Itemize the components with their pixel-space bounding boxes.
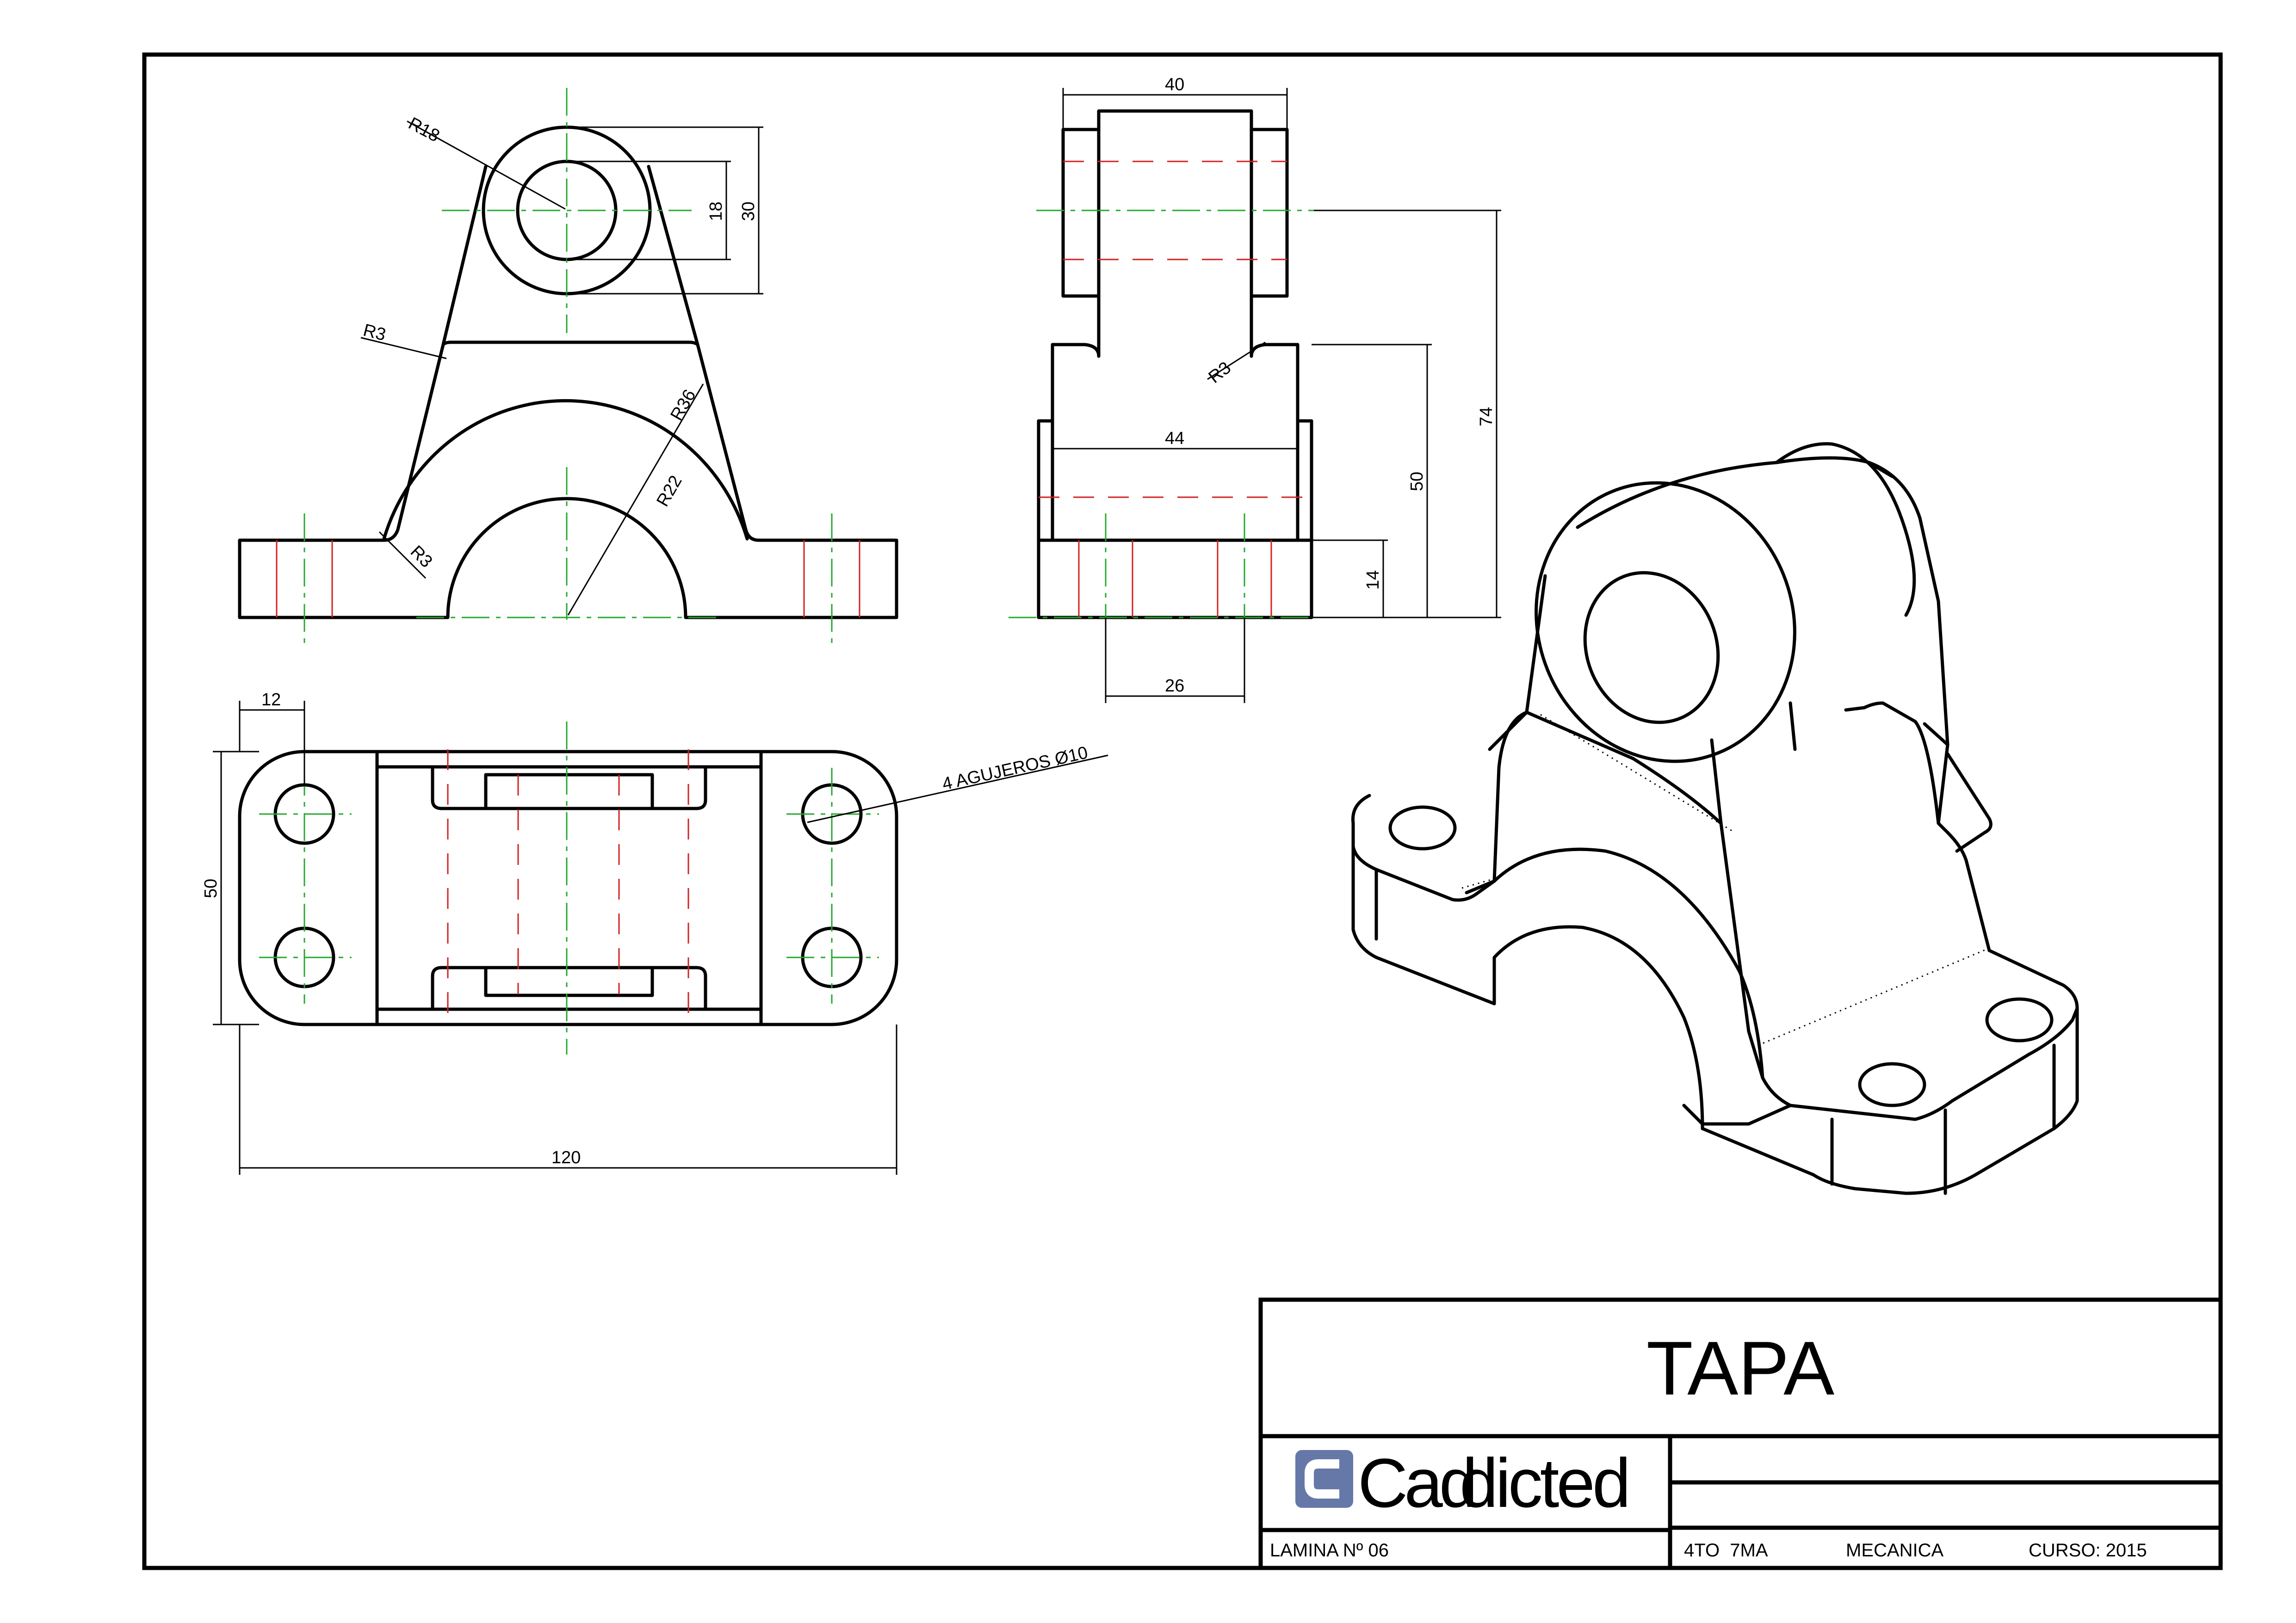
dim-30: 30 [739, 202, 758, 221]
subject: MECANICA [1846, 1540, 1943, 1561]
dim-r3-top: R3 [361, 321, 388, 345]
dim-12: 12 [261, 690, 281, 710]
drawing-title: TAPA [1646, 1326, 1834, 1411]
dim-r22: R22 [653, 472, 686, 510]
dim-40: 40 [1165, 75, 1184, 94]
holes-note: 4 AGUJEROS Ø10 [941, 743, 1089, 794]
dim-50-plan: 50 [201, 879, 221, 898]
dim-r3-side: R3 [1205, 358, 1235, 387]
isometric-view [1351, 442, 2079, 1195]
dim-50-side: 50 [1407, 472, 1427, 491]
lamina-number: LAMINA Nº 06 [1270, 1540, 1389, 1561]
front-view: R18 18 30 R3 R36 R22 R3 [238, 88, 898, 645]
dim-r3-bottom: R3 [407, 542, 436, 572]
dim-74: 74 [1477, 407, 1496, 426]
title-block: TAPA Cad dicted LAMINA Nº 06 4TO 7MA MEC… [1258, 1297, 2223, 1570]
logo-text-dicted: dicted [1460, 1444, 1628, 1522]
grade-section: 4TO 7MA [1684, 1540, 1768, 1561]
dim-r36: R36 [667, 386, 699, 424]
sheet-frame [142, 52, 2223, 1570]
top-view: 12 50 120 4 AGUJEROS Ø10 [201, 690, 1108, 1175]
dim-120: 120 [551, 1148, 581, 1167]
dim-26: 26 [1165, 676, 1184, 696]
course-year: CURSO: 2015 [2029, 1540, 2147, 1561]
dim-18: 18 [706, 202, 726, 221]
dim-14: 14 [1363, 570, 1383, 590]
dim-r18: R18 [405, 114, 443, 146]
side-view: 40 R3 44 50 74 14 26 [1009, 75, 1501, 703]
dim-44: 44 [1165, 429, 1184, 448]
caddicted-logo: Cad dicted [1295, 1444, 1631, 1522]
logo-text-cad: Cad [1358, 1444, 1474, 1522]
